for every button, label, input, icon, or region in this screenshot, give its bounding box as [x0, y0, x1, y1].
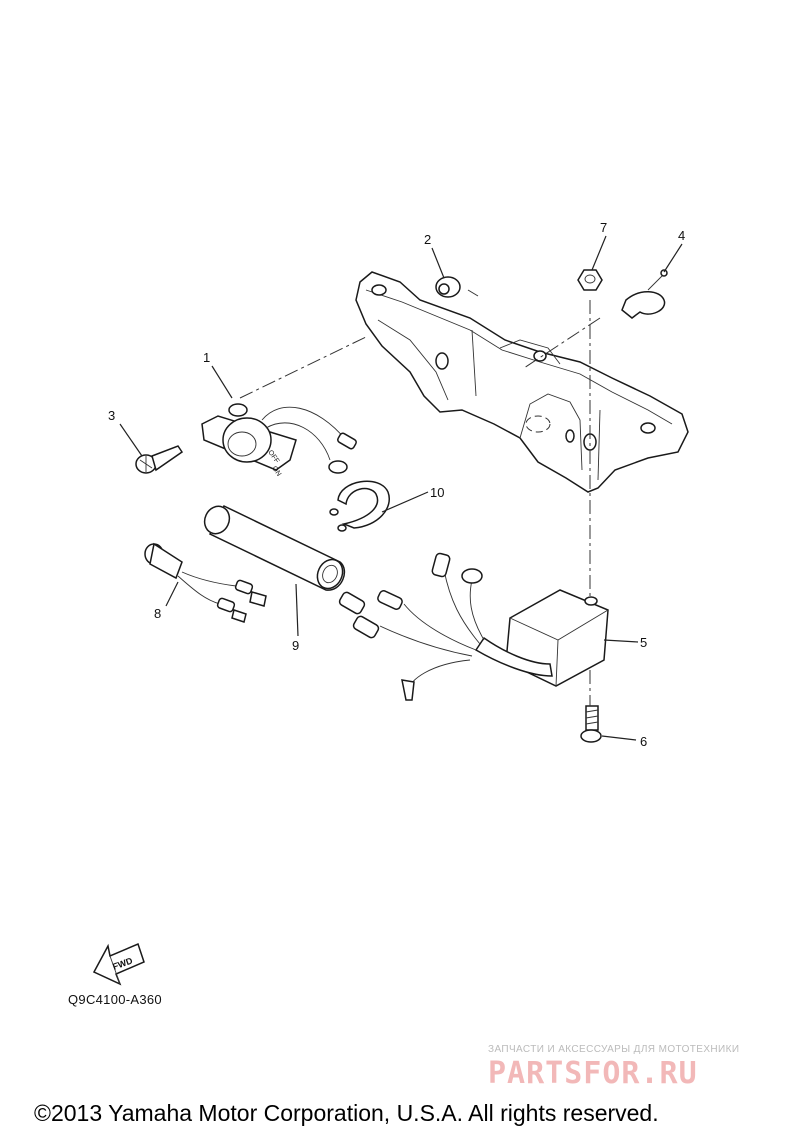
leader-lines — [119, 235, 683, 741]
tube-part-9 — [203, 505, 346, 591]
cdi-unit-part-5 — [338, 552, 609, 701]
nut-part-7 — [577, 269, 603, 291]
callout-8: 8 — [154, 606, 161, 621]
main-switch-part-1: OFF ON — [201, 403, 357, 478]
callout-7: 7 — [600, 220, 607, 235]
watermark-tagline: ЗАПЧАСТИ И АКСЕССУАРЫ ДЛЯ МОТОТЕХНИКИ — [488, 1044, 740, 1055]
fwd-arrow-icon: FWD — [92, 942, 145, 986]
screw-part-3 — [135, 445, 184, 474]
watermark-logo: PARTSFOR.RU — [488, 1056, 698, 1091]
callout-10: 10 — [430, 485, 444, 500]
callout-4: 4 — [678, 228, 685, 243]
clip-part-4 — [621, 269, 668, 319]
callout-3: 3 — [108, 408, 115, 423]
alignment-lines — [239, 289, 601, 706]
sensor-part-8 — [144, 542, 267, 623]
switch-on-label: ON — [270, 465, 282, 478]
callout-5: 5 — [640, 635, 647, 650]
diagram-code: Q9C4100-A360 — [68, 992, 162, 1007]
callout-6: 6 — [640, 734, 647, 749]
callout-9: 9 — [292, 638, 299, 653]
bolt-part-6 — [580, 705, 602, 743]
copyright-notice: ©2013 Yamaha Motor Corporation, U.S.A. A… — [34, 1100, 659, 1126]
callout-1: 1 — [203, 350, 210, 365]
grommet-part-10 — [329, 480, 390, 532]
collar-part-2 — [435, 276, 461, 298]
callout-2: 2 — [424, 232, 431, 247]
callout-numbers: 1 2 3 4 5 6 7 8 9 10 — [108, 220, 685, 749]
